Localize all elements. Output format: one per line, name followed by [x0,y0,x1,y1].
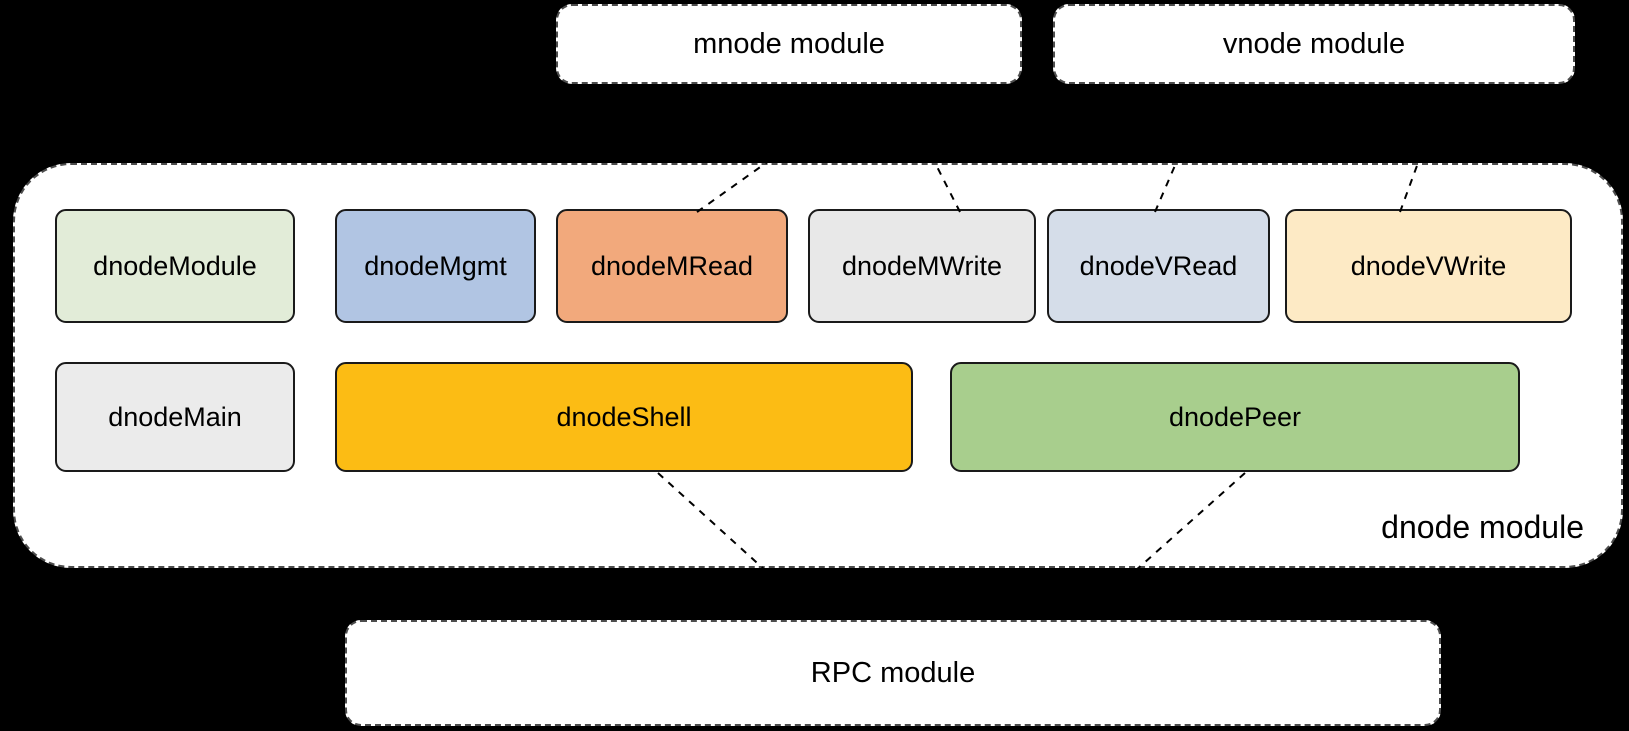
dnode-module-label: dnode module [1381,509,1584,545]
module-box-rpc[interactable]: RPC module [345,620,1441,726]
node-box-dnodeMain[interactable]: dnodeMain [55,362,295,472]
node-box-dnodePeer[interactable]: dnodePeer [950,362,1520,472]
node-label: dnodeVRead [1079,250,1238,281]
node-label: dnodeModule [93,250,257,281]
module-box-mnode[interactable]: mnode module [556,4,1022,84]
node-label: dnodeMgmt [364,250,507,281]
node-box-dnodeVRead[interactable]: dnodeVRead [1047,209,1270,323]
node-box-dnodeMRead[interactable]: dnodeMRead [556,209,788,323]
node-box-dnodeShell[interactable]: dnodeShell [335,362,913,472]
node-label: dnodePeer [1168,401,1302,432]
node-label: dnodeMRead [590,250,754,281]
module-box-vnode[interactable]: vnode module [1053,4,1575,84]
node-label: dnodeVWrite [1350,250,1507,281]
node-box-dnodeVWrite[interactable]: dnodeVWrite [1285,209,1572,323]
node-label: dnodeShell [556,401,692,432]
node-box-dnodeModule[interactable]: dnodeModule [55,209,295,323]
node-box-dnodeMWrite[interactable]: dnodeMWrite [808,209,1036,323]
module-label: RPC module [810,656,976,689]
node-label: dnodeMWrite [841,250,1003,281]
module-label: vnode module [1222,27,1406,60]
node-label: dnodeMain [108,401,242,432]
node-box-dnodeMgmt[interactable]: dnodeMgmt [335,209,536,323]
module-label: mnode module [693,27,885,60]
